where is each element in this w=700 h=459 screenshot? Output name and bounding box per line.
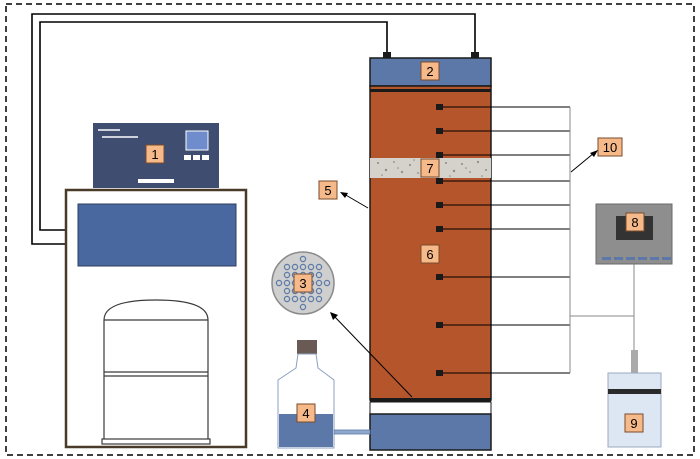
label-3: 3 [299,276,306,291]
plate-hole [315,287,323,295]
collection-bottle-icon [607,350,662,448]
plate-hole [283,279,291,287]
plate-hole [315,263,323,271]
sensor-probe [436,370,443,376]
circulation-hoses [31,13,476,245]
label-box-10 [597,137,623,157]
plate-hole [283,271,291,279]
label-box-8 [625,212,645,232]
plate-hole [323,279,331,287]
sensor-probe [436,274,443,280]
label-9: 9 [630,416,637,431]
plate-hole [299,263,307,271]
sensor-probe [436,202,443,208]
outer-frame [5,3,695,456]
sensor-probe [436,152,443,158]
logger-cable [570,264,635,350]
plate-hole [291,263,299,271]
label-6: 6 [426,247,433,262]
label-box-3 [293,273,313,293]
gravel-texture [377,159,487,177]
plate-hole [275,279,283,287]
label-box-4 [296,403,316,423]
sensor-probe [436,322,443,328]
label-box-9 [624,413,644,433]
plate-hole [299,303,307,311]
label-box-5 [318,180,338,200]
label-box-2 [420,61,440,81]
label-10: 10 [603,140,617,155]
label-1: 1 [151,147,158,162]
plate-hole [299,255,307,263]
plate-hole [307,263,315,271]
label-box-1 [145,144,165,164]
label-7: 7 [426,161,433,176]
plate-hole [283,263,291,271]
supply-tube [333,429,371,435]
label-box-6 [420,244,440,264]
label-box-7 [420,158,440,178]
inlet-connector [383,52,391,58]
plate-hole [315,271,323,279]
arrow-3 [333,315,413,398]
data-logger-icon [595,203,673,265]
plate-hole [307,295,315,303]
supply-bottle-icon [277,340,335,449]
sensor-probe [436,128,443,134]
label-4: 4 [302,406,309,421]
sensor-probe [436,104,443,110]
plate-hole [299,295,307,303]
plate-hole [283,295,291,303]
label-5: 5 [324,183,331,198]
compressor-tank [101,299,211,445]
plate-hole [283,287,291,295]
plate-hole [315,295,323,303]
outlet-connector [471,52,479,58]
sensor-probe [436,226,443,232]
water-bath-icon [64,123,248,449]
column-base-reservoir [369,413,492,451]
controller-display [185,130,209,151]
plate-hole [315,279,323,287]
arrow-10 [570,152,595,173]
label-8: 8 [631,215,638,230]
sensor-array [436,104,571,376]
soil-column-icon [369,85,492,451]
label-2: 2 [426,64,433,79]
arrow-5 [343,193,369,209]
sensor-probe [436,178,443,184]
plate-hole [291,295,299,303]
